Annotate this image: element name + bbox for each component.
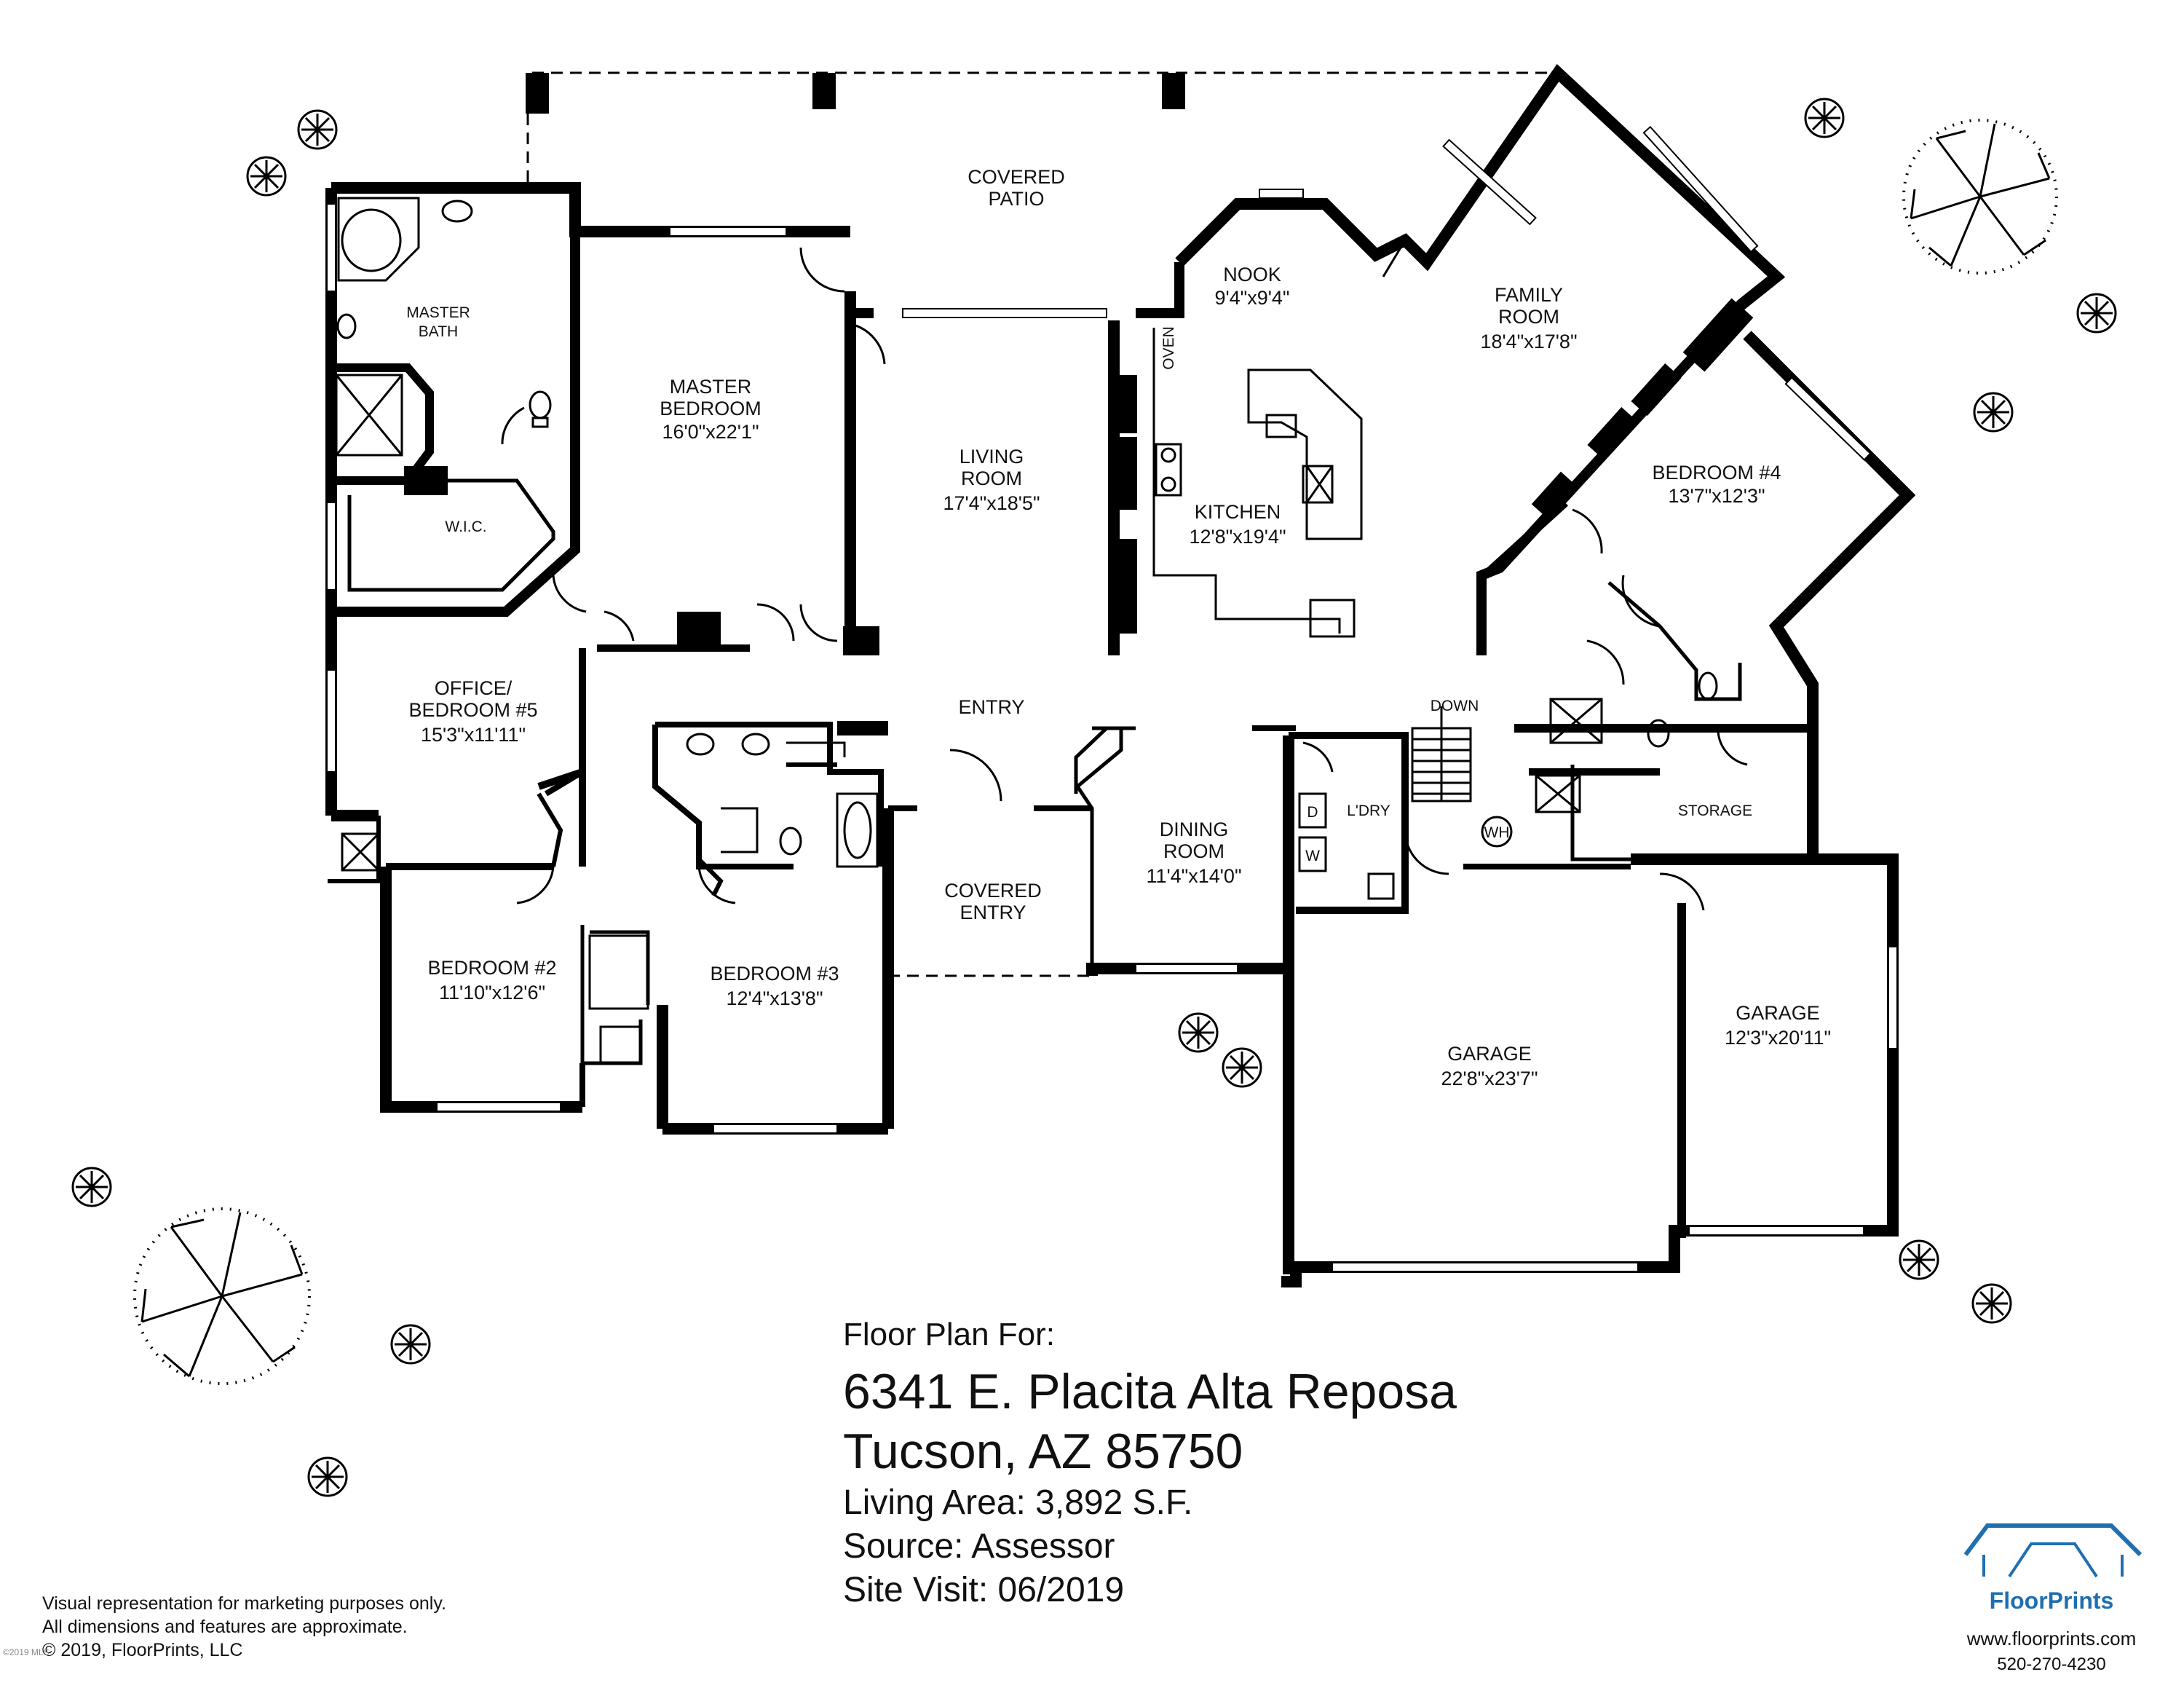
master-bath-label: MASTER (406, 304, 470, 321)
covered-entry-label-2: ENTRY (960, 902, 1026, 923)
address-line-1: 6341 E. Placita Alta Reposa (843, 1364, 1457, 1419)
covered-entry-label: COVERED (944, 880, 1042, 902)
brand-block: FloorPrints www.floorprints.com 520-270-… (1942, 1529, 2161, 1675)
entry-label: ENTRY (958, 696, 1024, 718)
brand-phone: 520-270-4230 (1997, 1655, 2106, 1674)
disclaimer: Visual representation for marketing purp… (42, 1592, 446, 1662)
dining-room-dim: 11'4"x14'0" (1146, 865, 1241, 887)
bedroom3-dim: 12'4"x13'8" (726, 987, 823, 1009)
room-labels: COVERED PATIO MASTER BATH MASTER BEDROOM… (406, 166, 1831, 1089)
bedroom4-dim: 13'7"x12'3" (1668, 485, 1765, 507)
washer-label: W (1305, 848, 1320, 864)
shrub-icons (71, 98, 2117, 1497)
dryer-label: D (1307, 804, 1318, 821)
covered-patio-outline (526, 71, 1558, 182)
kitchen-dim: 12'8"x19'4" (1189, 526, 1286, 548)
garage-small-dim: 12'3"x20'11" (1725, 1027, 1831, 1049)
dining-room-label: DINING (1160, 819, 1229, 840)
bedroom2-dim: 11'10"x12'6" (439, 982, 545, 1003)
family-room-label: FAMILY (1495, 284, 1563, 306)
mls-stamp: ©2019 MLS (3, 1647, 50, 1657)
master-bedroom-label-2: BEDROOM (660, 398, 761, 419)
master-bath-label-2: BATH (419, 323, 458, 340)
kitchen-label: KITCHEN (1195, 501, 1281, 523)
address-line-2: Tucson, AZ 85750 (843, 1424, 1243, 1479)
nook-label: NOOK (1223, 264, 1281, 285)
brand-name: FloorPrints (1989, 1588, 2114, 1614)
master-bedroom-label: MASTER (670, 376, 752, 398)
storage-label: STORAGE (1678, 802, 1752, 819)
nook-dim: 9'4"x9'4" (1214, 287, 1289, 309)
laundry-label: L'DRY (1347, 802, 1390, 819)
bedroom4-label: BEDROOM #4 (1652, 462, 1781, 484)
covered-patio-label: COVERED (968, 166, 1065, 188)
garage-big-dim: 22'8"x23'7" (1441, 1068, 1538, 1089)
office-label: OFFICE/ (435, 677, 513, 699)
office-label-2: BEDROOM #5 (408, 699, 537, 721)
living-room-dim: 17'4"x18'5" (943, 492, 1040, 514)
walls (325, 63, 1916, 1287)
floor-plan-for-label: Floor Plan For: (843, 1317, 1055, 1352)
disclaimer-line-3: © 2019, FloorPrints, LLC (42, 1640, 243, 1660)
tree-icon (1902, 119, 2058, 275)
brand-website[interactable]: www.floorprints.com (1966, 1628, 2137, 1649)
property-info: Floor Plan For: 6341 E. Placita Alta Rep… (843, 1317, 1457, 1612)
source: Source: Assessor (843, 1527, 1115, 1566)
family-room-label-2: ROOM (1498, 306, 1559, 328)
tree-icon (133, 1207, 311, 1385)
master-bedroom-dim: 16'0"x22'1" (662, 421, 759, 443)
family-room-dim: 18'4"x17'8" (1480, 331, 1577, 352)
disclaimer-line-1: Visual representation for marketing purp… (42, 1593, 446, 1614)
living-room-label: LIVING (960, 446, 1024, 468)
floorprints-logo-icon (1963, 1523, 2143, 1578)
down-label: DOWN (1431, 698, 1479, 714)
dining-room-label-2: ROOM (1163, 840, 1224, 862)
bedroom3-label: BEDROOM #3 (710, 963, 839, 985)
garage-small-label: GARAGE (1736, 1002, 1820, 1024)
oven-label: OVEN (1160, 326, 1177, 370)
site-visit: Site Visit: 06/2019 (843, 1571, 1125, 1609)
fixtures (335, 197, 1718, 1065)
garage-big-label: GARAGE (1447, 1043, 1532, 1065)
bedroom2-label: BEDROOM #2 (427, 957, 556, 979)
water-heater-label: WH (1484, 824, 1510, 841)
staircase (1411, 706, 1472, 802)
windows (326, 125, 1898, 1272)
wic-label: W.I.C. (445, 518, 486, 535)
living-area: Living Area: 3,892 S.F. (843, 1483, 1193, 1522)
living-room-label-2: ROOM (961, 468, 1022, 489)
office-dim: 15'3"x11'11" (421, 724, 526, 746)
covered-patio-label-2: PATIO (988, 188, 1044, 210)
door-swings (501, 247, 1748, 911)
disclaimer-line-2: All dimensions and features are approxim… (42, 1617, 408, 1637)
